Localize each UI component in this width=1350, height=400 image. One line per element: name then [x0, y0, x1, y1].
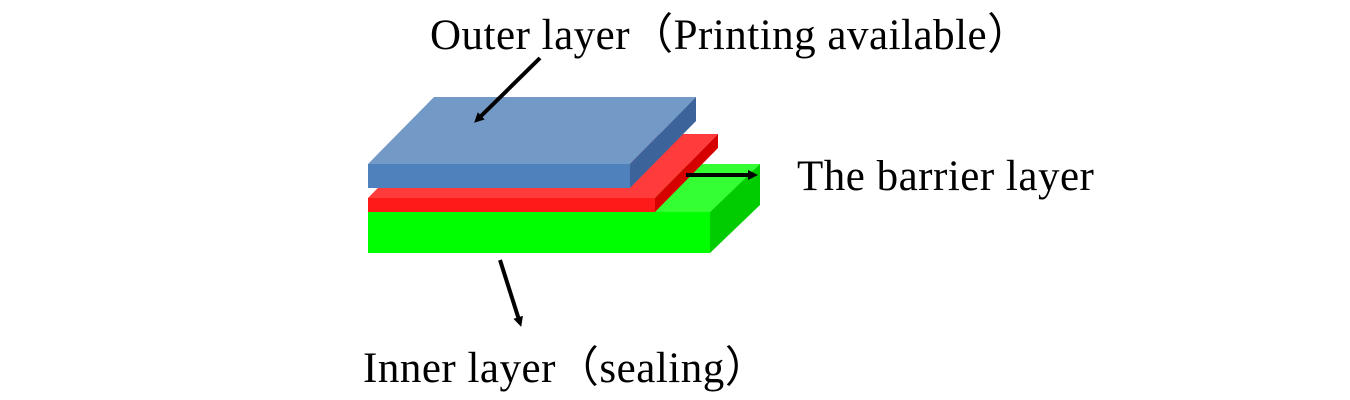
barrier-layer-label: The barrier layer [797, 153, 1095, 200]
inner-layer-front-face [368, 212, 710, 253]
inner-layer-label: Inner layer（sealing） [363, 345, 769, 392]
outer-layer-label: Outer layer（Printing available） [430, 12, 1031, 59]
inner-layer-side-face [710, 164, 760, 253]
outer-layer-arrow [474, 56, 542, 123]
outer-layer-side-face [630, 97, 696, 188]
outer-layer-top-face [368, 97, 696, 164]
barrier-layer-front-face [368, 198, 655, 212]
inner-layer-arrow [498, 259, 523, 327]
outer-layer [368, 97, 696, 188]
outer-layer-front-face [368, 164, 630, 188]
